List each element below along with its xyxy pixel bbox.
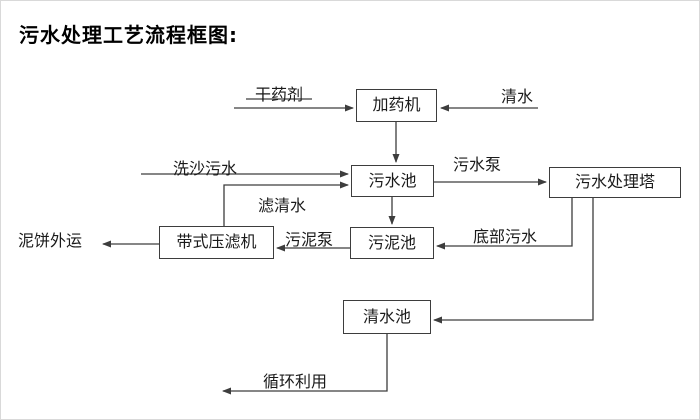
arrow-tower-to-clean-pool — [433, 198, 594, 324]
label-clean-water: 清水 — [501, 87, 534, 106]
label-dry-agent: 干药剂 — [255, 85, 304, 104]
label-sludge-pump: 污泥泵 — [285, 230, 334, 249]
label-filtered-water: 滤清水 — [258, 196, 307, 215]
node-treatment-tower: 污水处理塔 — [549, 167, 681, 198]
label-recycle: 循环利用 — [263, 372, 328, 391]
label-mud-cake-out: 泥饼外运 — [18, 231, 83, 250]
label-sand-washing-sewage: 洗沙污水 — [173, 159, 238, 178]
arrow-bottom-sewage — [436, 198, 573, 250]
node-clean-water-pool: 清水池 — [343, 300, 431, 334]
label-bottom-sewage: 底部污水 — [473, 227, 538, 246]
arrow-filtered-water — [223, 181, 349, 228]
node-belt-filter-press: 带式压滤机 — [159, 226, 274, 259]
node-dosing-machine: 加药机 — [356, 89, 437, 122]
node-sludge-pool: 污泥池 — [350, 227, 434, 259]
diagram-title: 污水处理工艺流程框图: — [19, 23, 238, 47]
label-sewage-pump: 污水泵 — [453, 155, 502, 174]
node-sewage-pool: 污水池 — [351, 165, 434, 197]
arrow-recycle — [222, 334, 388, 395]
